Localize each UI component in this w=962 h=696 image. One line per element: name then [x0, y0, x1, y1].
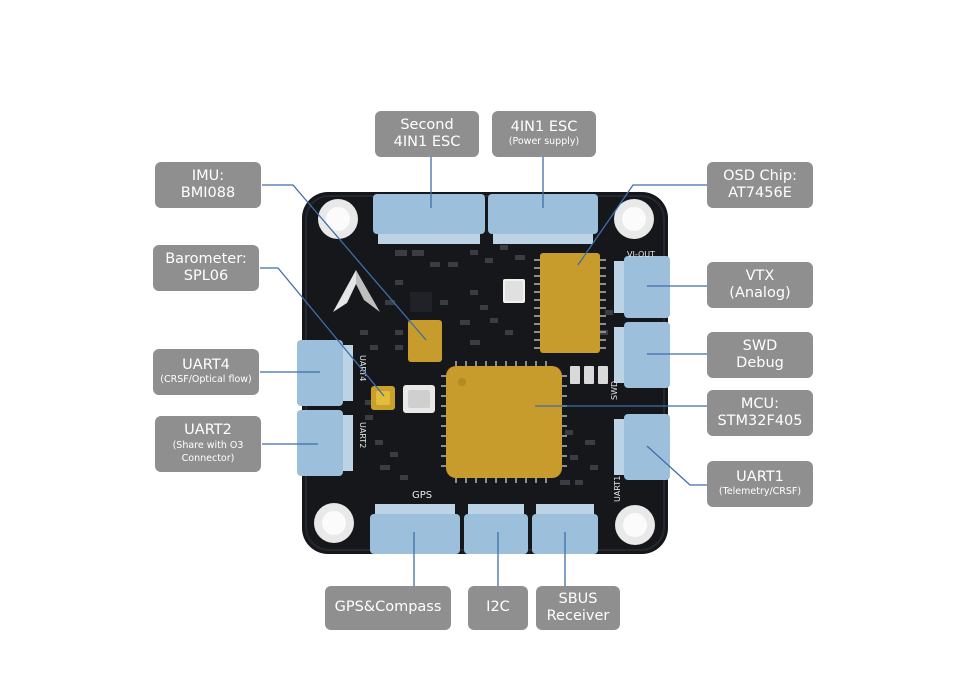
label-uart4-line1: UART4	[182, 356, 230, 373]
label-uart1: UART1 (Telemetry/CRSF)	[707, 461, 813, 507]
label-imu-line1: IMU:	[191, 167, 225, 184]
label-esc-power-line1: 4IN1 ESC	[510, 118, 578, 135]
silk-swd: SWD	[610, 381, 619, 400]
label-uart4: UART4 (CRSF/Optical flow)	[153, 349, 259, 395]
silk-uart1: UART1	[613, 476, 622, 502]
label-uart2-line1: UART2	[184, 422, 232, 439]
connector-vtx	[614, 256, 670, 318]
label-uart2: UART2 (Share with O3 Connector)	[155, 416, 261, 472]
label-uart1-sub: (Telemetry/CRSF)	[718, 486, 802, 498]
label-swd-line1: SWD	[742, 337, 778, 354]
leader-uart1	[646, 445, 707, 486]
osd-chip	[534, 253, 606, 353]
connector-gps	[370, 504, 460, 554]
connector-uart2	[297, 410, 353, 476]
label-mcu-line1: MCU:	[740, 395, 780, 412]
leader-osd	[577, 184, 707, 266]
label-esc-power: 4IN1 ESC (Power supply)	[492, 111, 596, 157]
label-osd: OSD Chip: AT7456E	[707, 162, 813, 208]
label-esc-power-sub: (Power supply)	[508, 136, 580, 148]
label-sbus: SBUS Receiver	[536, 586, 620, 630]
capacitors	[570, 366, 608, 384]
connector-second-esc	[373, 194, 485, 244]
connectors	[297, 194, 670, 554]
label-i2c-line1: I2C	[486, 599, 510, 616]
label-mcu: MCU: STM32F405	[707, 390, 813, 436]
label-second-esc-line2: 4IN1 ESC	[393, 134, 461, 150]
imu-chip	[408, 320, 442, 362]
silk-vi-out: VI-OUT	[627, 250, 655, 259]
label-second-esc-line1: Second	[400, 116, 454, 133]
leader-lines	[260, 156, 707, 586]
connector-uart4	[297, 340, 353, 406]
connector-uart1	[614, 414, 670, 480]
label-osd-line2: AT7456E	[728, 185, 792, 201]
silk-uart4: UART4	[358, 355, 367, 381]
label-gps-compass-line1: GPS&Compass	[334, 599, 442, 616]
mounting-holes	[314, 199, 655, 545]
label-sbus-line2: Receiver	[546, 608, 610, 624]
silk-gps: GPS	[412, 490, 432, 501]
silk-uart2: UART2	[358, 422, 367, 448]
mcu-chip	[441, 361, 567, 483]
label-uart2-sub1: (Share with O3	[172, 439, 244, 451]
label-barometer-line1: Barometer:	[165, 250, 247, 267]
connector-esc-power	[488, 194, 598, 244]
label-uart4-sub: (CRSF/Optical flow)	[160, 374, 252, 386]
label-imu: IMU: BMI088	[155, 162, 261, 208]
label-i2c: I2C	[468, 586, 528, 630]
label-gps-compass: GPS&Compass	[325, 586, 451, 630]
connector-swd	[614, 322, 670, 388]
leader-barometer	[260, 267, 385, 397]
label-barometer-line2: SPL06	[183, 268, 229, 284]
label-vtx: VTX (Analog)	[707, 262, 813, 308]
connector-i2c	[464, 504, 528, 554]
label-swd-line2: Debug	[736, 355, 784, 371]
label-uart1-line1: UART1	[736, 468, 784, 485]
silkscreen: VI-OUT SWD UART1 UART4 UART2 GPS	[358, 250, 655, 502]
label-imu-line2: BMI088	[180, 185, 236, 201]
label-sbus-line1: SBUS	[558, 590, 598, 607]
label-second-esc: Second 4IN1 ESC	[375, 111, 479, 157]
label-vtx-line2: (Analog)	[729, 285, 791, 301]
leader-imu	[262, 184, 427, 341]
label-osd-line1: OSD Chip:	[723, 167, 797, 184]
label-swd: SWD Debug	[707, 332, 813, 378]
board-logo	[333, 270, 380, 312]
label-vtx-line1: VTX	[745, 267, 775, 284]
label-barometer: Barometer: SPL06	[153, 245, 259, 291]
label-mcu-line2: STM32F405	[717, 413, 803, 429]
label-uart2-sub2: Connector)	[181, 452, 235, 464]
